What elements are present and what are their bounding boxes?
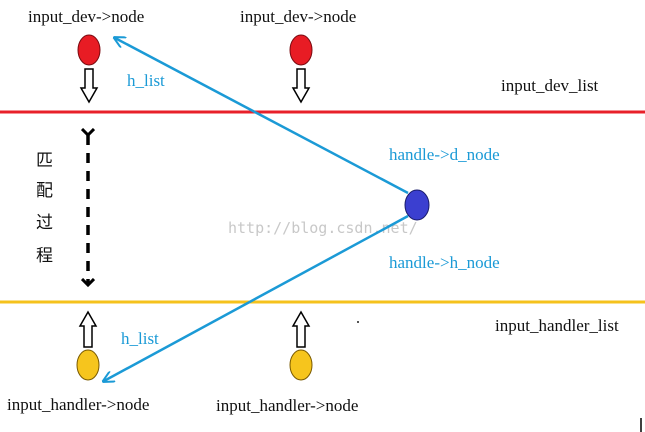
handle-d-node-label: handle->d_node xyxy=(389,145,500,164)
handle-d-node-arrow xyxy=(115,38,409,195)
match-process-char-1: 匹 xyxy=(36,151,53,171)
match-process-char-4: 程 xyxy=(36,246,53,266)
handle-node xyxy=(404,189,430,221)
handler-node-label-2: input_handler->node xyxy=(216,396,358,415)
handle-h-node-arrow xyxy=(104,214,409,381)
h-list-label-top: h_list xyxy=(127,71,165,90)
handler-node-2-up-arrow xyxy=(291,310,311,348)
handle-h-node-label: handle->h_node xyxy=(389,253,500,272)
handler-node-2 xyxy=(289,349,313,381)
match-process-char-2: 配 xyxy=(36,181,53,201)
dev-node-2 xyxy=(289,34,313,66)
dev-node-label-2: input_dev->node xyxy=(240,7,356,26)
dot-mark xyxy=(357,321,359,323)
h-list-label-bottom: h_list xyxy=(121,329,159,348)
handler-node-1-up-arrow xyxy=(78,310,98,348)
dev-node-1-down-arrow xyxy=(79,68,99,104)
dev-node-2-down-arrow xyxy=(291,68,311,104)
dev-node-label-1: input_dev->node xyxy=(28,7,144,26)
dev-node-1 xyxy=(77,34,101,66)
match-process-char-3: 过 xyxy=(36,213,53,233)
handler-list-label: input_handler_list xyxy=(495,316,619,335)
dev-list-label: input_dev_list xyxy=(501,76,599,95)
watermark: http://blog.csdn.net/ xyxy=(228,219,418,237)
handler-node-label-1: input_handler->node xyxy=(7,395,149,414)
handler-node-1 xyxy=(76,349,100,381)
